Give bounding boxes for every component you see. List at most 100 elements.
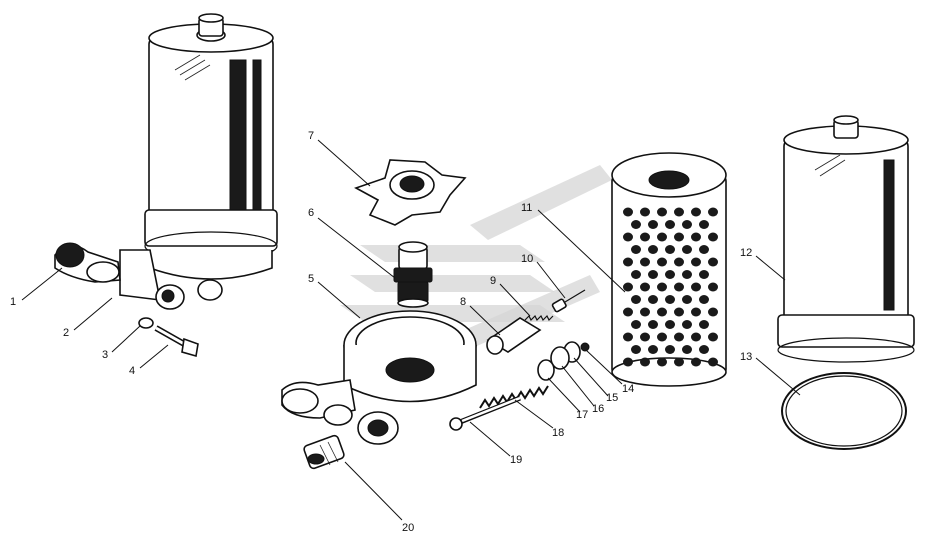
- perforation-hole: [640, 282, 650, 292]
- perforation-hole: [674, 357, 684, 367]
- callout-5: 5: [308, 273, 314, 285]
- perforation-hole: [640, 332, 650, 342]
- perforation-hole: [631, 245, 641, 254]
- bolt-part-4: [154, 325, 199, 358]
- perforation-hole: [682, 245, 692, 254]
- perforation-hole: [699, 345, 709, 354]
- perforation-hole: [631, 220, 641, 229]
- perforation-hole: [640, 232, 650, 242]
- perforation-hole: [691, 207, 701, 217]
- callout-6: 6: [308, 207, 314, 219]
- perforation-hole: [699, 245, 709, 254]
- perforation-hole: [657, 332, 667, 342]
- perforation-hole: [708, 257, 718, 267]
- perforation-hole: [682, 295, 692, 304]
- filter-cover-part-12: [777, 115, 915, 363]
- piston-part-8: [486, 317, 542, 355]
- perforation-hole: [708, 232, 718, 242]
- perforation-hole: [674, 282, 684, 292]
- perforation-hole: [657, 257, 667, 267]
- callout-19: 19: [510, 454, 522, 466]
- perforation-hole: [665, 320, 675, 329]
- perforation-hole: [674, 307, 684, 317]
- callout-8: 8: [460, 296, 466, 308]
- perforation-hole: [657, 207, 667, 217]
- filter-element-part-11: [611, 152, 727, 387]
- washer-part-17: [537, 359, 555, 381]
- perforation-hole: [623, 357, 633, 367]
- callout-13: 13: [740, 351, 752, 363]
- plug-part-20: [303, 434, 345, 470]
- perforation-hole: [665, 245, 675, 254]
- perforation-hole: [623, 257, 633, 267]
- perforation-hole: [691, 232, 701, 242]
- bolt-part-19: [449, 395, 521, 431]
- perforation-hole: [682, 270, 692, 279]
- callout-16: 16: [592, 403, 604, 415]
- perforation-hole: [640, 307, 650, 317]
- washer-part-16: [550, 346, 570, 370]
- perforation-hole: [631, 320, 641, 329]
- perforation-hole: [631, 295, 641, 304]
- perforation-hole: [623, 232, 633, 242]
- perforation-hole: [691, 357, 701, 367]
- nut-part-14: [580, 342, 590, 352]
- perforation-hole: [657, 357, 667, 367]
- perforation-hole: [708, 307, 718, 317]
- callout-2: 2: [63, 327, 69, 339]
- callout-12: 12: [740, 247, 752, 259]
- callout-10: 10: [521, 253, 533, 265]
- callout-18: 18: [552, 427, 564, 439]
- perforation-hole: [674, 257, 684, 267]
- perforation-hole: [657, 232, 667, 242]
- perforation-hole: [708, 332, 718, 342]
- perforation-hole: [699, 295, 709, 304]
- callout-20: 20: [402, 522, 414, 534]
- perforation-hole: [640, 207, 650, 217]
- perforation-hole: [623, 332, 633, 342]
- perforation-hole: [648, 320, 658, 329]
- perforation-hole: [674, 207, 684, 217]
- perforation-hole: [631, 270, 641, 279]
- perforation-hole: [665, 270, 675, 279]
- perforation-hole: [691, 332, 701, 342]
- callout-9: 9: [490, 275, 496, 287]
- perforation-hole: [648, 295, 658, 304]
- star-nut-part-7: [354, 159, 467, 226]
- callout-3: 3: [102, 349, 108, 361]
- perforation-hole: [623, 282, 633, 292]
- perforation-hole: [623, 307, 633, 317]
- perforation-hole: [691, 282, 701, 292]
- perforation-hole: [682, 320, 692, 329]
- assembled-filter-housing: [54, 13, 278, 310]
- perforation-hole: [657, 282, 667, 292]
- filter-base-part-5: [281, 310, 477, 445]
- perforation-hole: [648, 345, 658, 354]
- callout-4: 4: [129, 365, 135, 377]
- perforation-hole: [631, 345, 641, 354]
- callout-1: 1: [10, 296, 16, 308]
- washer-part-3: [138, 317, 154, 329]
- perforation-hole: [640, 257, 650, 267]
- perforation-hole: [708, 357, 718, 367]
- perforation-hole: [648, 245, 658, 254]
- perforation-hole: [640, 357, 650, 367]
- perforation-hole: [648, 270, 658, 279]
- perforation-hole: [691, 257, 701, 267]
- perforation-hole: [674, 232, 684, 242]
- callout-11: 11: [521, 202, 532, 214]
- perforation-hole: [708, 207, 718, 217]
- callout-14: 14: [622, 383, 634, 395]
- perforation-hole: [674, 332, 684, 342]
- perforation-hole: [682, 345, 692, 354]
- callout-7: 7: [308, 130, 314, 142]
- perforation-hole: [699, 320, 709, 329]
- small-spring-part-9: [524, 314, 554, 322]
- perforation-hole: [665, 295, 675, 304]
- perforation-hole: [699, 270, 709, 279]
- perforation-hole: [708, 282, 718, 292]
- perforation-hole: [691, 307, 701, 317]
- fitting-part-6: [393, 241, 433, 308]
